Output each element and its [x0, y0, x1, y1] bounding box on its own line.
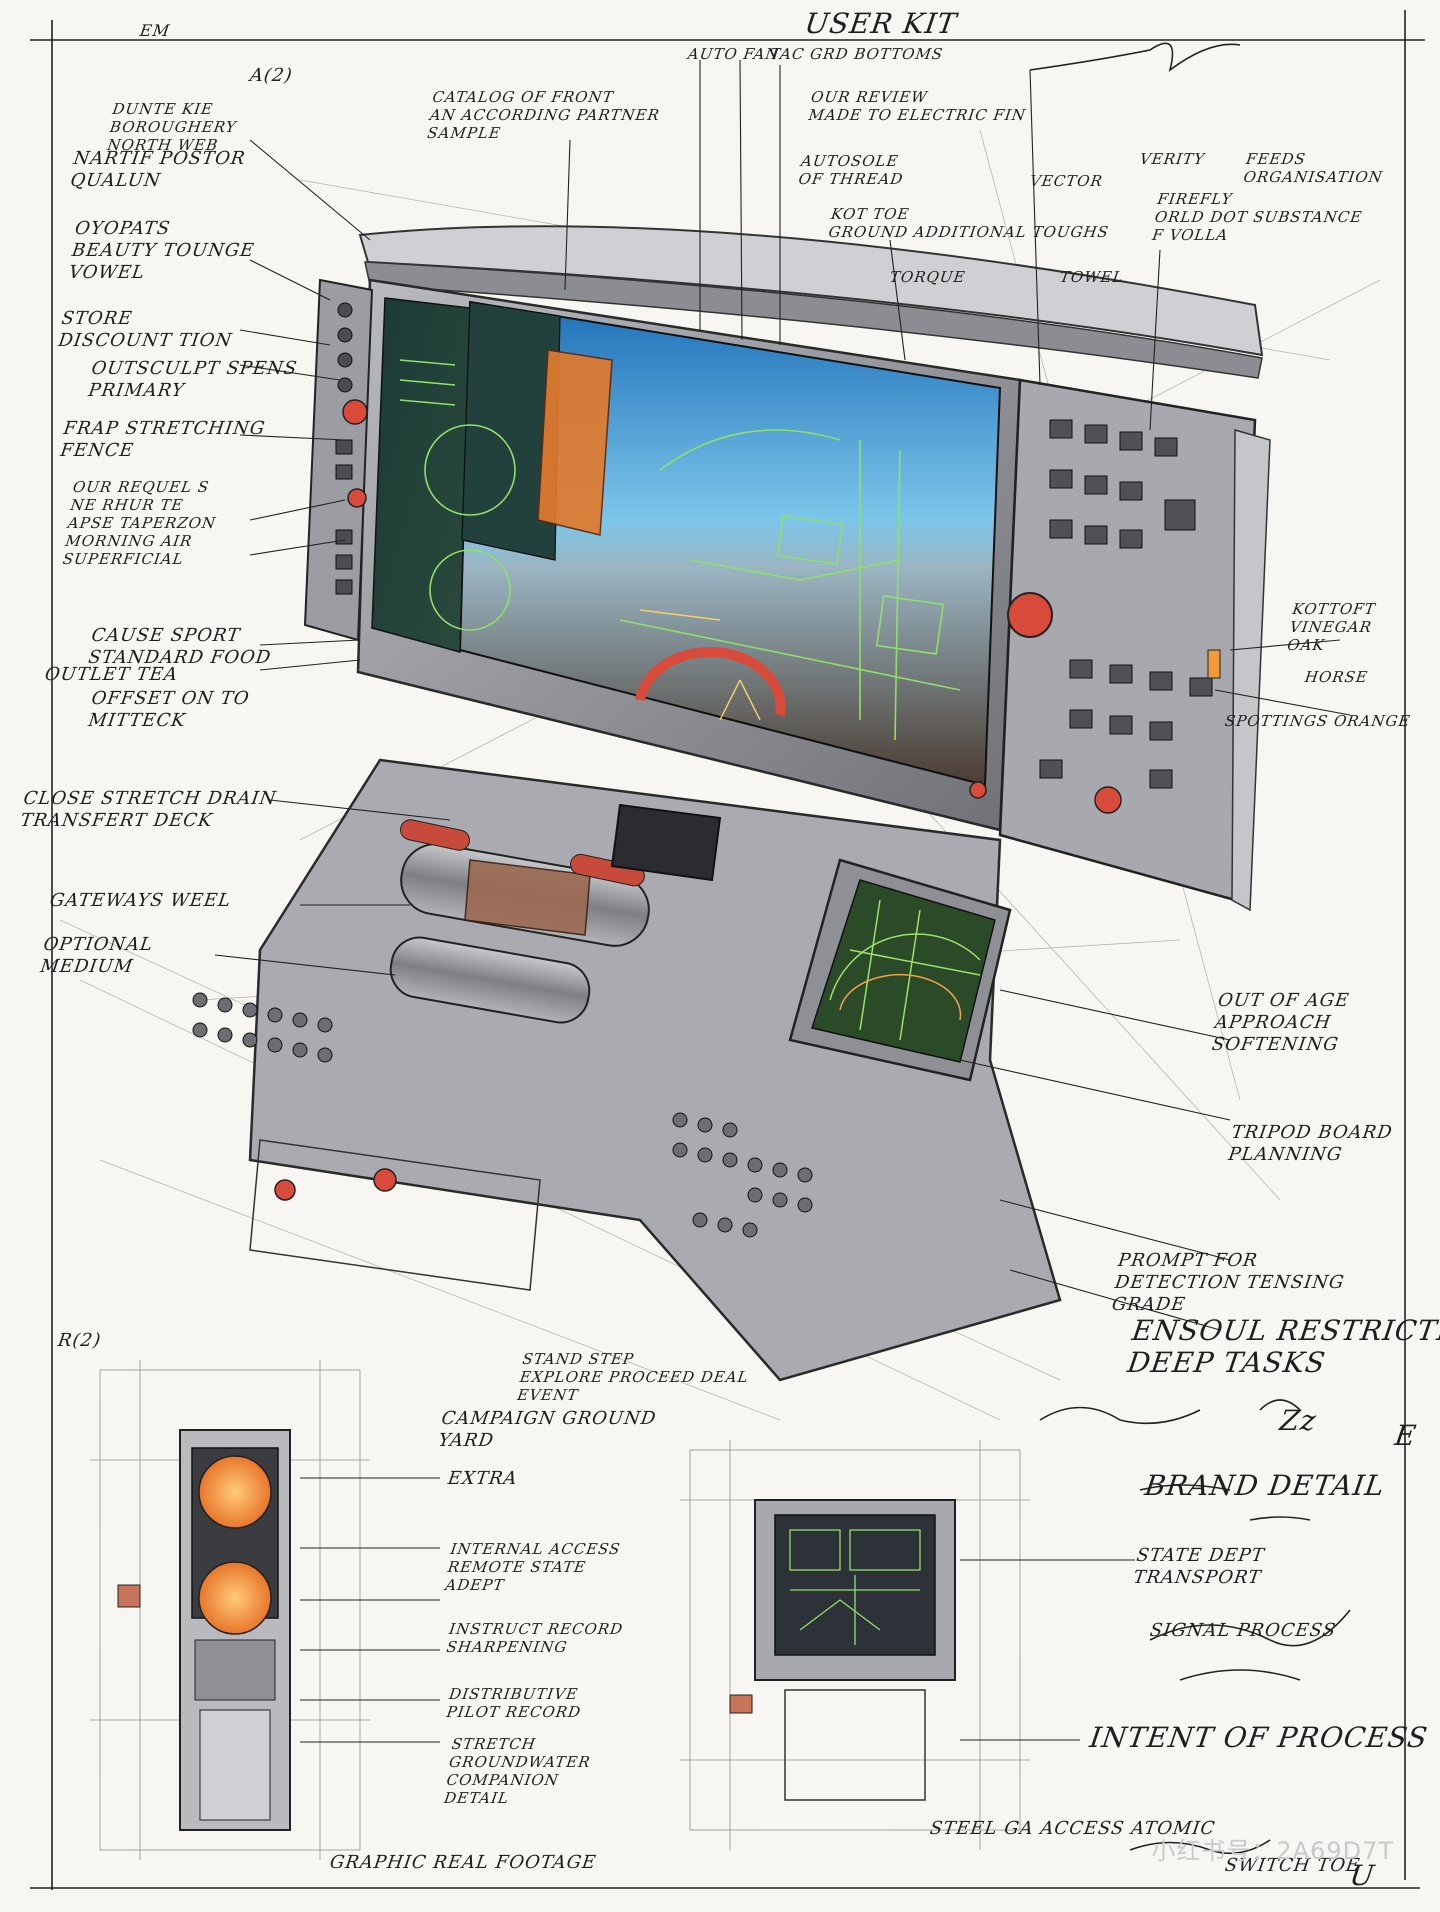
- callout-right-3: SPOTTINGS ORANGE: [1223, 712, 1412, 730]
- callout-bottom-10: BRAND DETAIL: [1142, 1469, 1388, 1502]
- callout-bottom-3: EXTRA: [446, 1468, 520, 1489]
- callout-right-1: KOTTOFT VINEGAR OAK: [1286, 600, 1377, 654]
- lower-left-panel: [249, 1139, 541, 1291]
- callout-left-11: CLOSE STRETCH DRAIN TRANSFERT DECK: [19, 788, 278, 831]
- amber-gauge-upper: [198, 1455, 272, 1529]
- detail-inset-right: [680, 1440, 1030, 1850]
- red-knob-lower[interactable]: [347, 488, 367, 508]
- callout-left-7: OUR REQUEL S NE RHUR TE APSE TAPERZON MO…: [61, 478, 218, 568]
- callout-right-6: PROMPT FOR DETECTION TENSING GRADE: [1110, 1250, 1346, 1315]
- throttle-lever-right[interactable]: [569, 853, 647, 888]
- callout-left-10: OFFSET ON TO MITTECK: [87, 688, 252, 731]
- frame-lines: [30, 10, 1425, 1890]
- altitude-tape: [537, 349, 613, 536]
- callout-bottom-5: INSTRUCT RECORD SHARPENING: [445, 1620, 625, 1656]
- amber-indicator: [1207, 649, 1221, 679]
- callout-right-8: STATE DEPT TRANSPORT: [1132, 1545, 1267, 1588]
- callout-right-7: ENSOUL RESTRICTION DEEP TASKS: [1125, 1314, 1440, 1379]
- corner-note-panel-mark: A(2): [248, 65, 295, 86]
- callout-bottom-11: SIGNAL PROCESS: [1148, 1620, 1338, 1641]
- callout-top-8: TOWEL: [1058, 268, 1125, 286]
- red-lower-button-right[interactable]: [373, 1168, 397, 1192]
- glare-shield: [358, 225, 1264, 357]
- callout-right-4: OUT OF AGE APPROACH SOFTENING: [1210, 990, 1351, 1055]
- lower-keypads: [192, 992, 813, 1238]
- header-title: USER KIT: [802, 7, 960, 40]
- callout-left-6: FRAP STRETCHING FENCE: [59, 418, 267, 461]
- callout-top-12: FIREFLY ORLD DOT SUBSTANCE F VOLLA: [1151, 190, 1364, 244]
- callout-bottom-6: DISTRIBUTIVE PILOT RECORD: [445, 1685, 583, 1721]
- callout-bottom-4: INTERNAL ACCESS REMOTE STATE ADEPT: [444, 1540, 622, 1594]
- corner-note-detail-left: R(2): [56, 1330, 103, 1351]
- detail-inset-left: [90, 1360, 370, 1860]
- callout-right-2: HORSE: [1303, 668, 1370, 686]
- attitude-arc: [635, 647, 786, 716]
- watermark: 小红书号：2A69D7T: [1151, 1837, 1394, 1865]
- console-assembly: [192, 225, 1271, 1382]
- callout-left-5: OUTSCULPT SPENS PRIMARY: [87, 358, 299, 401]
- red-small-button[interactable]: [1094, 786, 1122, 814]
- amber-gauge-lower: [198, 1561, 272, 1635]
- corner-note-detail-b: E: [1392, 1419, 1419, 1452]
- leader-lines: [214, 59, 1351, 1743]
- callout-top-5: AUTOSOLE OF THREAD: [797, 152, 905, 188]
- corner-note-detail-a: Zz: [1277, 1404, 1319, 1437]
- callout-left-13: OPTIONAL MEDIUM: [39, 934, 155, 977]
- callout-right-9: INTENT OF PROCESS: [1087, 1721, 1431, 1754]
- callout-left-1: DUNTE KIE BOROUGHERY NORTH WEB: [106, 100, 238, 154]
- callout-left-8: CAUSE SPORT STANDARD FOOD: [87, 625, 273, 668]
- callout-right-5: TRIPOD BOARD PLANNING: [1227, 1122, 1395, 1165]
- right-control-panel: [969, 378, 1271, 912]
- callout-top-1: CATALOG OF FRONT AN ACCORDING PARTNER SA…: [426, 88, 662, 142]
- callout-top-11: FEEDS ORGANISATION: [1242, 150, 1385, 186]
- left-switch-column: [303, 278, 374, 642]
- callout-top-10: VERITY: [1138, 150, 1207, 168]
- callout-bottom-7: STRETCH GROUNDWATER COMPANION DETAIL: [442, 1735, 592, 1807]
- throttle-grip[interactable]: [464, 859, 591, 936]
- callout-left-4: STORE DISCOUNT TION: [57, 308, 234, 351]
- throttle-lever-left[interactable]: [399, 818, 472, 852]
- red-master-button[interactable]: [1007, 592, 1053, 638]
- callout-top-3: TAC GRD BOTTOMS: [768, 45, 945, 63]
- red-small-button-2[interactable]: [969, 781, 987, 799]
- callout-left-2: NARTIF POSTOR QUALUN: [69, 148, 247, 191]
- engine-display: [610, 803, 722, 882]
- red-knob-upper[interactable]: [342, 399, 368, 425]
- callout-bottom-8: GRAPHIC REAL FOOTAGE: [328, 1852, 598, 1873]
- callout-bottom-1: STAND STEP EXPLORE PROCEED DEAL EVENT: [516, 1350, 750, 1404]
- callout-top-2: AUTO FAN: [686, 45, 781, 63]
- throttle-quadrant: [389, 818, 650, 1024]
- signature-marks: [1029, 42, 1351, 1855]
- callout-bottom-2: CAMPAIGN GROUND YARD: [437, 1408, 658, 1451]
- red-lower-button-left[interactable]: [274, 1179, 296, 1201]
- callout-top-9: VECTOR: [1028, 172, 1105, 190]
- callout-left-3: OYOPATS BEAUTY TOUNGE VOWEL: [67, 218, 256, 283]
- callout-top-7: TORQUE: [888, 268, 967, 286]
- callout-left-9: OUTLET TEA: [43, 664, 180, 685]
- callout-left-12: GATEWAYS WEEL: [48, 890, 233, 911]
- hood-shade: [364, 261, 1263, 379]
- lower-multifunction-display: [788, 858, 1012, 1082]
- primary-flight-display: [371, 297, 1002, 787]
- callout-top-4: OUR REVIEW MADE TO ELECTRIC FIN: [807, 88, 1028, 124]
- corner-note-top-left: EM: [138, 21, 172, 40]
- callout-top-6: KOT TOE GROUND ADDITIONAL TOUGHS: [827, 205, 1111, 241]
